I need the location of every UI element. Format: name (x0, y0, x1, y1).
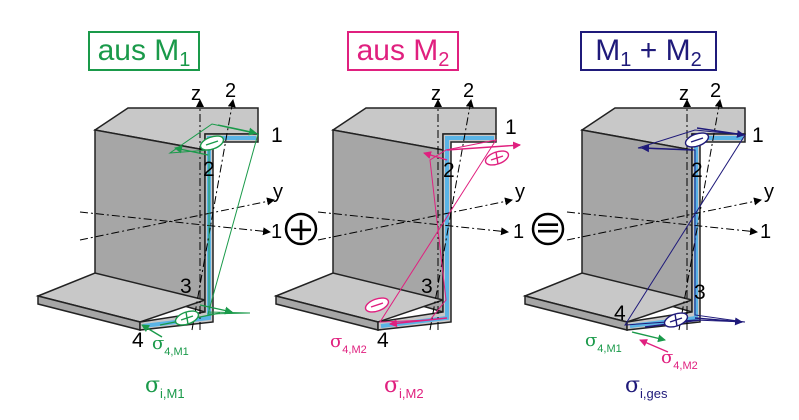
equals-operator: = (534, 208, 562, 246)
plus-operator: + (287, 210, 315, 248)
p3-stress-label-m2-sub: 4,M2 (673, 360, 698, 372)
p1-axis-y: y (273, 181, 283, 203)
p3-axis-y: y (764, 181, 774, 203)
p2-caption-main: σ (384, 373, 400, 398)
p1-oval-minus-minus (205, 140, 219, 146)
p2-cross-section (377, 133, 497, 331)
p2-point-1: 1 (505, 116, 517, 139)
title-sum: M1 + M2 (580, 31, 717, 71)
p1-stress-label-sub: 4,M1 (164, 346, 189, 358)
p3-point-4: 4 (614, 302, 626, 325)
p3-arrow-green (631, 331, 666, 343)
p1-arrow-2 (174, 145, 209, 156)
p3-axis-2: 2 (710, 80, 722, 102)
p3-oval-minus-minus (690, 137, 704, 143)
equals-circle (531, 212, 565, 246)
p2-point-4: 4 (377, 329, 389, 352)
p3-oval-plus-plus-bar (674, 313, 678, 327)
title-sum-plus: + (631, 34, 666, 67)
p1-axis-2: 2 (225, 80, 237, 102)
p3-axis-y-line (566, 197, 762, 241)
p2-arrow-4 (389, 317, 448, 328)
title-sum-b-sub: 2 (690, 49, 702, 71)
p3-caption-main: σ (625, 373, 641, 398)
p2-axis-y: y (515, 181, 525, 203)
p3-arrow-1 (696, 127, 745, 138)
p2-axis-2: 2 (463, 80, 475, 102)
p3-stress-label-m2-main: σ (661, 347, 674, 368)
p3-point-3: 3 (694, 281, 706, 304)
title-m1-text: aus M (97, 34, 180, 67)
p1-cross-section (139, 133, 259, 331)
p1-stress-label: σ4,M1 (152, 333, 189, 358)
p3-point-2: 2 (691, 159, 703, 182)
p2-stress-label-sub: 4,M2 (342, 344, 367, 356)
p2-axis-2-line (429, 99, 474, 331)
p3-arrow-3 (694, 317, 743, 326)
title-m2-sub: 2 (438, 49, 450, 71)
p3-stress-diagram (624, 129, 746, 326)
title-sum-a-sub: 1 (620, 49, 632, 71)
p3-stress-label-m1-main: σ (585, 330, 598, 351)
p2-stress-label: σ4,M2 (330, 331, 367, 356)
title-m1-sub: 1 (179, 49, 191, 71)
p3-axis-1: 1 (760, 221, 772, 243)
p3-caption-sub: i,ges (640, 386, 668, 401)
p2-caption-sub: i,M2 (399, 386, 424, 401)
p2-axis-y-line (317, 197, 513, 241)
p2-stress-label-main: σ (330, 331, 343, 352)
p3-caption: σi,ges (625, 373, 668, 401)
plus-circle (284, 212, 318, 246)
p2-axis-1: 1 (513, 221, 525, 243)
p1-axis-y-line (79, 197, 275, 241)
p3-stress-label-m2: σ4,M2 (661, 347, 698, 372)
p1-caption: σi,M1 (145, 373, 185, 401)
p1-caption-main: σ (145, 373, 161, 398)
p1-point-1: 1 (271, 124, 283, 147)
p3-cross-section (626, 133, 746, 331)
p2-stress-diagram (379, 139, 498, 323)
p1-arrow-3 (199, 304, 233, 315)
title-sum-a: M (595, 34, 621, 67)
p3-arrow-2 (641, 144, 694, 153)
p1-point-2: 2 (203, 158, 215, 181)
title-m2: aus M2 (347, 31, 459, 71)
p3-axis-2-line (678, 99, 723, 331)
p1-stress-label-main: σ (152, 333, 165, 354)
p1-point-3: 3 (180, 275, 192, 298)
p2-axis-z: z (431, 83, 441, 105)
title-m2-text: aus M (356, 34, 439, 67)
p1-oval-plus-plus-bar (185, 311, 189, 325)
p2-arrow-2 (423, 151, 448, 161)
p2-point-3: 3 (421, 275, 433, 298)
p1-axis-z: z (191, 83, 201, 105)
p3-axis-z: z (679, 83, 689, 105)
p1-axis-2-line (191, 99, 236, 331)
p2-point-2: 2 (443, 159, 455, 182)
p3-stress-label-m1: σ4,M1 (585, 330, 622, 355)
p1-arrow-sigma (141, 324, 163, 338)
p1-arrow-1 (217, 124, 257, 136)
p2-oval-plus-plus-bar (495, 151, 499, 165)
title-sum-b: M (665, 34, 691, 67)
title-m1: aus M1 (88, 31, 200, 71)
p1-point-4: 4 (132, 329, 144, 352)
p1-axis-1: 1 (271, 221, 283, 243)
p3-arrow-pink (639, 339, 669, 353)
p2-oval-minus-minus (370, 302, 384, 308)
p2-caption: σi,M2 (384, 373, 424, 401)
p3-stress-label-m1-sub: 4,M1 (597, 343, 622, 355)
p2-arrow-1 (446, 141, 521, 151)
p3-point-1: 1 (752, 124, 764, 147)
p1-caption-sub: i,M1 (160, 386, 185, 401)
